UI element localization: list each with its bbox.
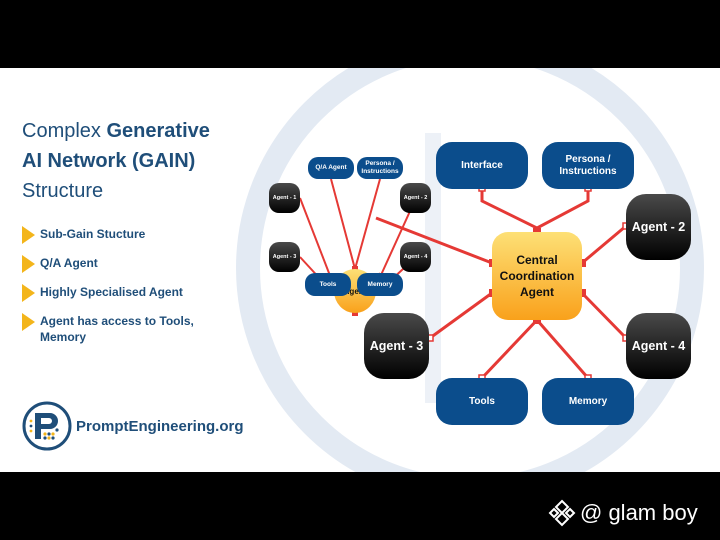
diamond-logo-icon (548, 499, 576, 527)
bullet-text: Q/A Agent (40, 256, 98, 270)
node-label: Agent - 4 (403, 254, 428, 260)
bullet-item: Agent has access to Tools, Memory (22, 313, 242, 345)
arrow-bullet-icon (22, 226, 35, 244)
node-label: Q/A Agent (315, 164, 347, 171)
bullet-item: Sub-Gain Stucture (22, 226, 242, 244)
node-label: Memory (367, 280, 393, 288)
node-label: Agent - 2 (403, 195, 428, 201)
node-label: Tools (469, 395, 495, 407)
node-label: Central Coordination Agent (499, 253, 575, 299)
sub-memory-node: Memory (357, 273, 403, 296)
agent-4-node: Agent - 4 (626, 313, 691, 379)
watermark: @ glam boy (548, 499, 698, 527)
node-label: Tools (319, 280, 337, 288)
node-label: Interface (461, 159, 503, 171)
bullet-list: Sub-Gain Stucture Q/A Agent Highly Speci… (22, 226, 242, 358)
brand-logo: PromptEngineering.org (22, 401, 244, 451)
watermark-text: @ glam boy (580, 500, 698, 525)
agent-2-node: Agent - 2 (626, 194, 691, 260)
arrow-bullet-icon (22, 284, 35, 302)
arrow-bullet-icon (22, 255, 35, 273)
node-label: Persona / Instructions (559, 153, 617, 177)
node-label: Agent - 3 (369, 339, 424, 353)
page-title: Complex Generative AI Network (GAIN) Str… (22, 120, 210, 202)
node-label: Agent - 1 (272, 195, 297, 201)
persona-instructions-node: Persona / Instructions (542, 142, 634, 189)
agent-3-node: Agent - 3 (364, 313, 429, 379)
sub-agent-3-node: Agent - 3 (269, 242, 300, 272)
node-label: Agent - 4 (631, 339, 686, 353)
sub-persona-instructions-node: Persona / Instructions (357, 157, 403, 179)
bullet-item: Highly Specialised Agent (22, 284, 242, 302)
node-label: Agent (343, 286, 367, 296)
sub-tools-node: Tools (305, 273, 351, 296)
prompt-engineering-logo-icon (22, 401, 72, 451)
memory-node: Memory (542, 378, 634, 425)
node-label: Agent - 3 (272, 254, 297, 260)
node-label: Memory (568, 395, 608, 407)
bullet-text: Highly Specialised Agent (40, 285, 183, 299)
interface-node: Interface (436, 142, 528, 189)
sub-agent-1-node: Agent - 1 (269, 183, 300, 213)
bullet-item: Q/A Agent (22, 255, 242, 273)
logo-text: PromptEngineering.org (76, 417, 244, 435)
node-label: Agent - 2 (631, 220, 686, 234)
sub-agent-2-node: Agent - 2 (400, 183, 431, 213)
qa-agent-node: Q/A Agent (308, 157, 354, 179)
central-coordination-agent-node: Central Coordination Agent (492, 232, 582, 320)
slide: Complex Generative AI Network (GAIN) Str… (0, 68, 720, 472)
arrow-bullet-icon (22, 313, 35, 331)
bullet-text: Agent has access to Tools, Memory (40, 314, 194, 344)
tools-node: Tools (436, 378, 528, 425)
bullet-text: Sub-Gain Stucture (40, 227, 146, 241)
node-label: Persona / Instructions (361, 160, 399, 175)
sub-agent-4-node: Agent - 4 (400, 242, 431, 272)
